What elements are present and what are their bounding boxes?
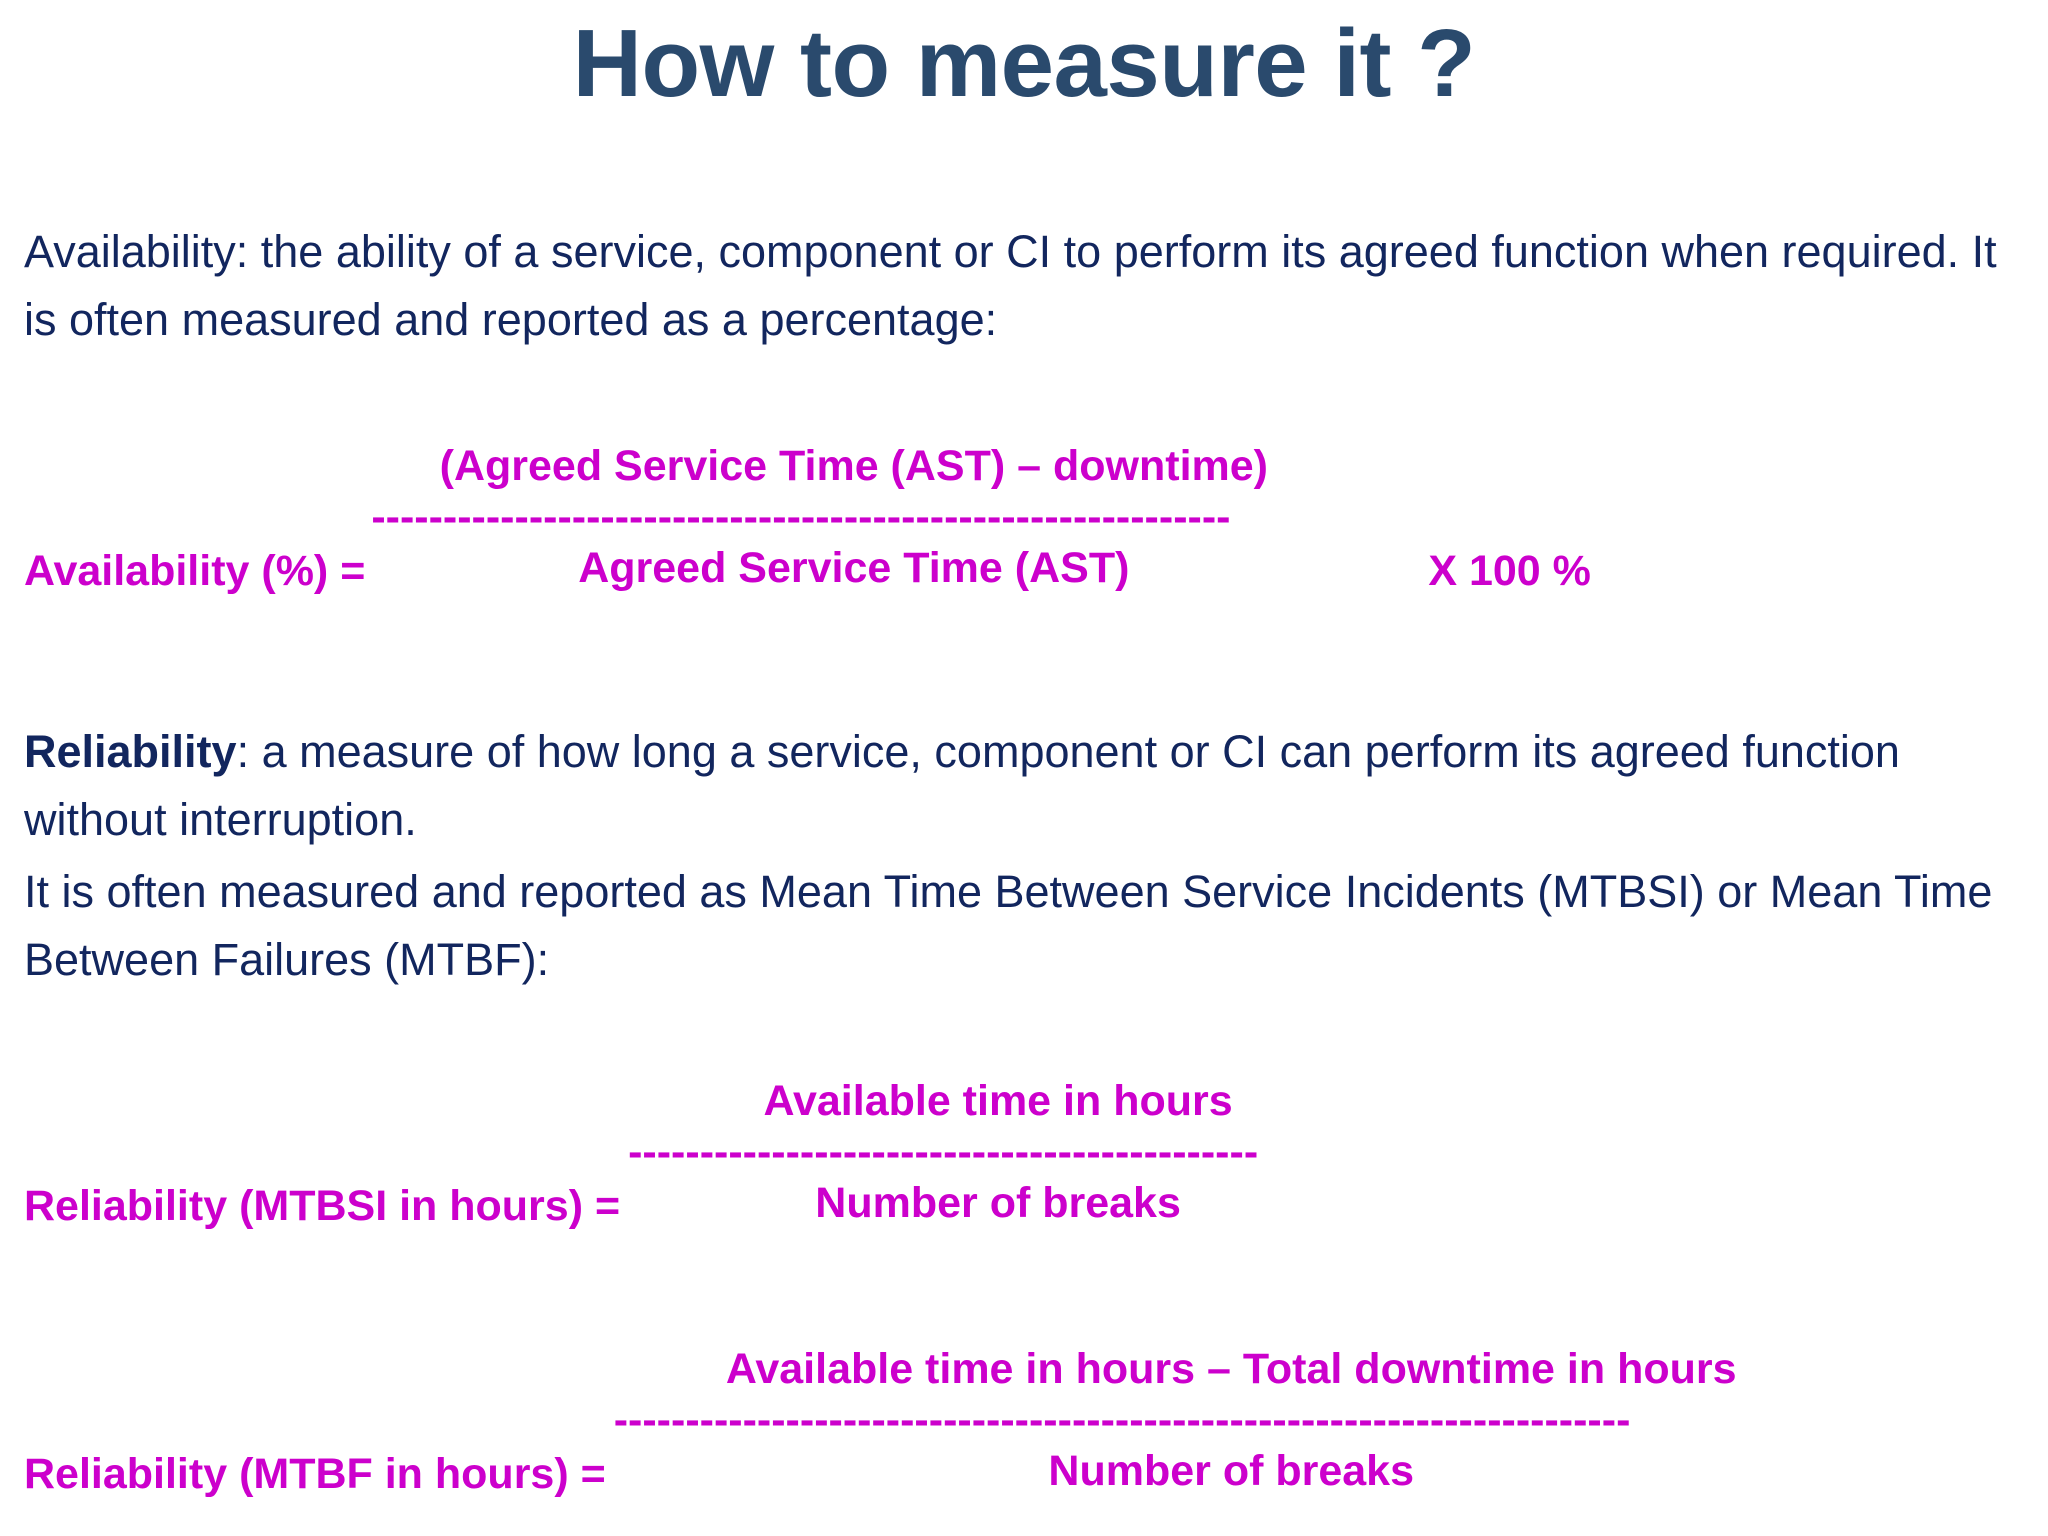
availability-denominator: Agreed Service Time (AST): [578, 544, 1130, 592]
reliability-measurement-note: It is often measured and reported as Mea…: [24, 866, 1993, 985]
mtbf-fraction: Available time in hours – Total downtime…: [614, 1338, 1849, 1502]
availability-formula-label: Availability (%) =: [24, 547, 366, 595]
mtbsi-fraction-bar: ----------------------------------------…: [628, 1132, 1259, 1172]
page-title: How to measure it ?: [572, 10, 1476, 117]
mtbf-denominator: Number of breaks: [1048, 1447, 1415, 1495]
reliability-description: Reliability: a measure of how long a ser…: [24, 718, 2014, 854]
reliability-definition: : a measure of how long a service, compo…: [24, 726, 1900, 845]
mtbf-formula-label: Reliability (MTBF in hours) =: [24, 1450, 606, 1498]
reliability-term: Reliability: [24, 726, 237, 777]
mtbsi-formula-label: Reliability (MTBSI in hours) =: [24, 1182, 621, 1230]
availability-description: Availability: the ability of a service, …: [24, 226, 1997, 345]
mtbf-fraction-bar: ----------------------------------------…: [613, 1400, 1631, 1440]
availability-formula: Availability (%) = (Agreed Service Time …: [24, 435, 1591, 599]
availability-multiplier: X 100 %: [1428, 547, 1591, 595]
mtbsi-numerator: Available time in hours: [763, 1077, 1233, 1125]
availability-numerator: (Agreed Service Time (AST) – downtime): [439, 442, 1268, 490]
availability-fraction-bar: ----------------------------------------…: [371, 497, 1231, 537]
mtbsi-fraction: Available time in hours ----------------…: [628, 1070, 1368, 1234]
availability-fraction: (Agreed Service Time (AST) – downtime) -…: [371, 435, 1336, 599]
mtbf-formula: Reliability (MTBF in hours) = Available …: [24, 1338, 1849, 1502]
mtbf-numerator: Available time in hours – Total downtime…: [725, 1345, 1737, 1393]
mtbsi-formula: Reliability (MTBSI in hours) = Available…: [24, 1070, 1368, 1234]
mtbsi-denominator: Number of breaks: [815, 1179, 1181, 1227]
